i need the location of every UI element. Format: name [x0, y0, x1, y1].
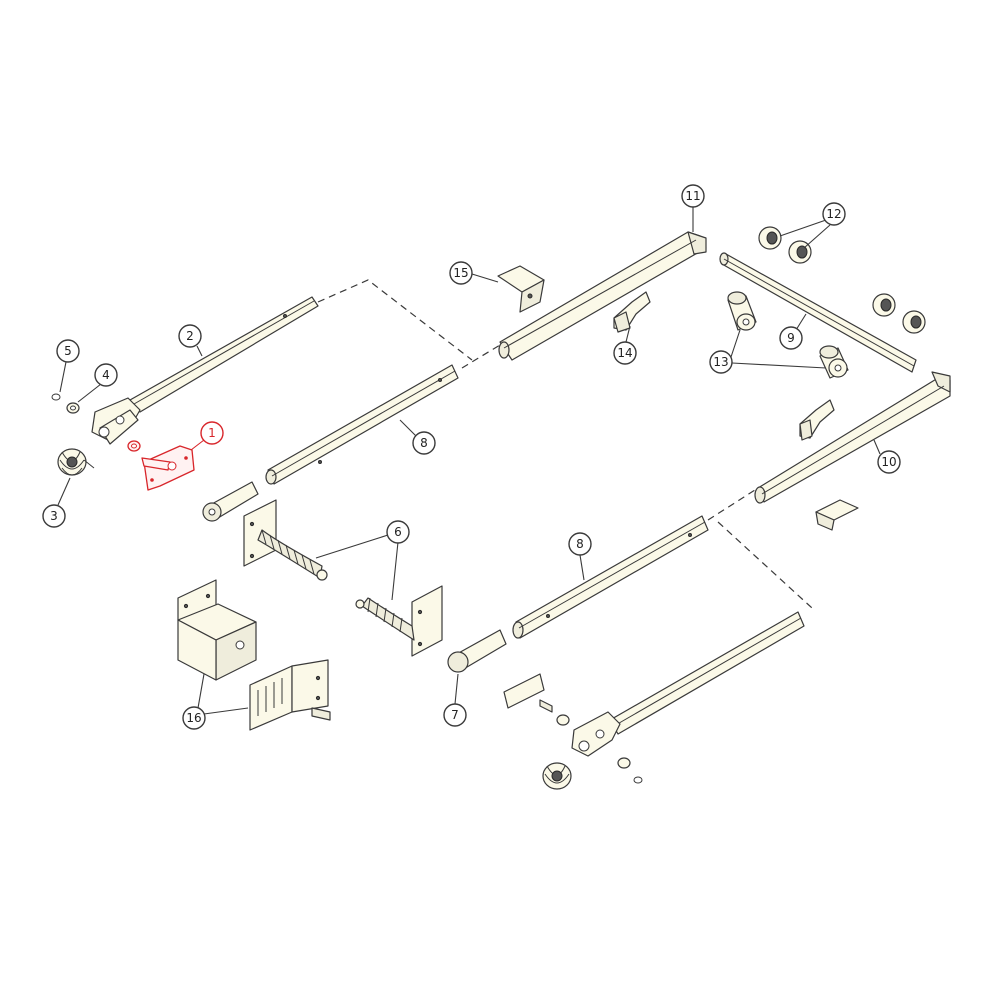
- callout-13-circle: [709, 350, 733, 374]
- callout-15: 15: [449, 261, 499, 285]
- part-6-spring-lower: [355, 585, 443, 657]
- part-8-tube-upper: [265, 364, 459, 485]
- callout-1-label: 1: [208, 426, 216, 440]
- part-4-washer: [66, 402, 80, 414]
- part-11-frame-bar: [498, 231, 707, 361]
- callout-8a-label: 8: [420, 436, 428, 450]
- part-16-housing-lower: [249, 659, 331, 731]
- callout-8b-circle: [568, 532, 592, 556]
- callout-4: 4: [77, 363, 118, 403]
- callout-16-circle: [182, 706, 206, 730]
- callout-8a-circle: [412, 431, 436, 455]
- callout-15-circle: [449, 261, 473, 285]
- callout-11-label: 11: [685, 189, 700, 203]
- part-1-pivot-bracket: [127, 440, 195, 491]
- part-3-torsion-spring: [57, 448, 95, 476]
- callout-6-circle: [386, 520, 410, 544]
- part-2-lift-arm-lower: [571, 611, 805, 757]
- callout-2-circle: [178, 324, 202, 348]
- part-15-bracket: [497, 265, 545, 313]
- callout-10: 10: [873, 439, 901, 474]
- callout-16-label: 16: [186, 711, 201, 725]
- callout-12-circle: [822, 202, 846, 226]
- part-6-spring-upper: [243, 499, 328, 581]
- callout-15-label: 15: [453, 266, 468, 280]
- part-13-bushings: [727, 291, 849, 379]
- part-14-curved-bracket-2: [799, 399, 835, 441]
- callout-7-label: 7: [451, 708, 459, 722]
- part-9-bar: [719, 252, 917, 373]
- callout-11: 11: [681, 184, 705, 232]
- callout-12-label: 12: [826, 207, 841, 221]
- callout-14-label: 14: [617, 346, 632, 360]
- part-14-curved-bracket: [613, 291, 651, 333]
- callout-4-label: 4: [102, 368, 110, 382]
- part-7-pivot-lower: [447, 629, 553, 713]
- callout-10-circle: [877, 450, 901, 474]
- callout-8b-label: 8: [576, 537, 584, 551]
- callout-3-label: 3: [50, 509, 58, 523]
- callout-3-circle: [42, 504, 66, 528]
- callout-8-upper: 8: [399, 419, 436, 455]
- callout-6: 6: [315, 520, 410, 601]
- callout-6-label: 6: [394, 525, 402, 539]
- dashed-connector-lines: [317, 279, 813, 609]
- part-7-pivot-upper: [202, 481, 259, 522]
- part-2-lift-arm-upper: [91, 296, 319, 445]
- callout-10-label: 10: [881, 455, 896, 469]
- part-8-tube-lower: [512, 515, 709, 639]
- callout-5: 5: [56, 339, 80, 393]
- callout-16: 16: [182, 673, 249, 730]
- callout-11-circle: [681, 184, 705, 208]
- callout-8-lower: 8: [568, 532, 592, 581]
- callout-1: 1: [190, 421, 224, 451]
- callout-5-label: 5: [64, 344, 72, 358]
- callout-7-circle: [443, 703, 467, 727]
- part-15-bracket-2: [815, 499, 859, 531]
- callout-13: 13: [709, 329, 827, 374]
- lower-washer: [556, 714, 643, 784]
- callout-2: 2: [178, 324, 203, 357]
- callout-14-circle: [613, 341, 637, 365]
- callout-3: 3: [42, 477, 71, 528]
- callout-4-circle: [94, 363, 118, 387]
- callout-5-circle: [56, 339, 80, 363]
- callout-13-label: 13: [713, 355, 728, 369]
- callout-7: 7: [443, 673, 467, 727]
- part-10-frame-bar: [754, 371, 951, 504]
- callout-1-circle: [200, 421, 224, 445]
- callout-9-label: 9: [787, 331, 795, 345]
- callout-9: 9: [779, 313, 807, 350]
- callout-9-circle: [779, 326, 803, 350]
- part-5-clip: [51, 393, 61, 401]
- part-12-rollers: [758, 226, 926, 334]
- lower-torsion-spring: [542, 762, 572, 790]
- callout-12: 12: [779, 202, 846, 249]
- callout-2-label: 2: [186, 329, 194, 343]
- callout-14: 14: [613, 325, 637, 365]
- part-16-housing-upper: [177, 579, 257, 681]
